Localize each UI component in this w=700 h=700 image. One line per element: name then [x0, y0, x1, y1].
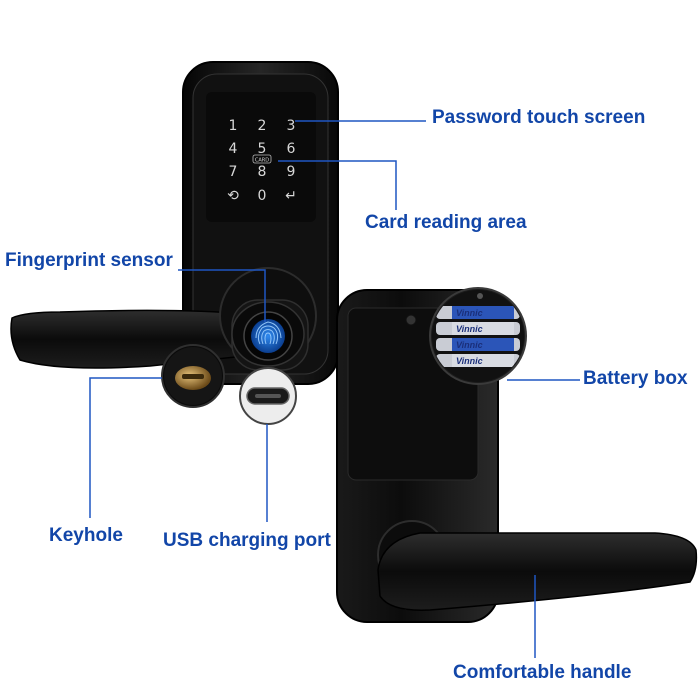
battery-brand-1: Vinnic [456, 308, 483, 318]
keypad: 1 2 3 4 5 6 7 8 9 ⟲ 0 ↵ CARD [227, 118, 297, 204]
keyhole-inset [161, 344, 225, 408]
keypad-key-enter: ↵ [285, 188, 297, 204]
keypad-key-0: 0 [258, 188, 267, 204]
keypad-key-1: 1 [229, 118, 238, 134]
label-usb-charging-port: USB charging port [163, 530, 331, 551]
leader-lines [89, 120, 580, 658]
keypad-key-6: 6 [287, 141, 296, 157]
keypad-key-back: ⟲ [227, 188, 239, 204]
battery-1: Vinnic [436, 306, 520, 319]
battery-brand-3: Vinnic [456, 340, 483, 350]
card-text: CARD [255, 158, 269, 164]
keypad-key-5: 5 [258, 141, 267, 157]
keypad-key-8: 8 [258, 164, 267, 180]
label-keyhole: Keyhole [49, 525, 123, 546]
battery-2: Vinnic [436, 322, 520, 335]
battery-brand-2: Vinnic [456, 324, 483, 334]
usb-port-inset [239, 367, 297, 425]
back-handle [377, 520, 698, 611]
label-comfortable-handle: Comfortable handle [453, 662, 632, 683]
label-fingerprint-sensor: Fingerprint sensor [5, 250, 173, 271]
label-battery-box: Battery box [583, 368, 688, 389]
battery-brand-4: Vinnic [456, 356, 483, 366]
fingerprint-sensor [243, 311, 293, 361]
label-password-touch-screen: Password touch screen [432, 107, 646, 128]
keypad-key-2: 2 [258, 118, 267, 134]
battery-4: Vinnic [436, 354, 520, 367]
label-card-reading-area: Card reading area [365, 212, 527, 233]
keypad-key-4: 4 [229, 141, 238, 157]
battery-box-inset: Vinnic Vinnic Vinnic Vinnic [429, 287, 527, 385]
battery-3: Vinnic [436, 338, 520, 351]
keypad-key-9: 9 [287, 164, 296, 180]
card-reading-mark [252, 154, 272, 164]
keypad-key-3: 3 [287, 118, 296, 134]
keypad-key-7: 7 [229, 164, 238, 180]
